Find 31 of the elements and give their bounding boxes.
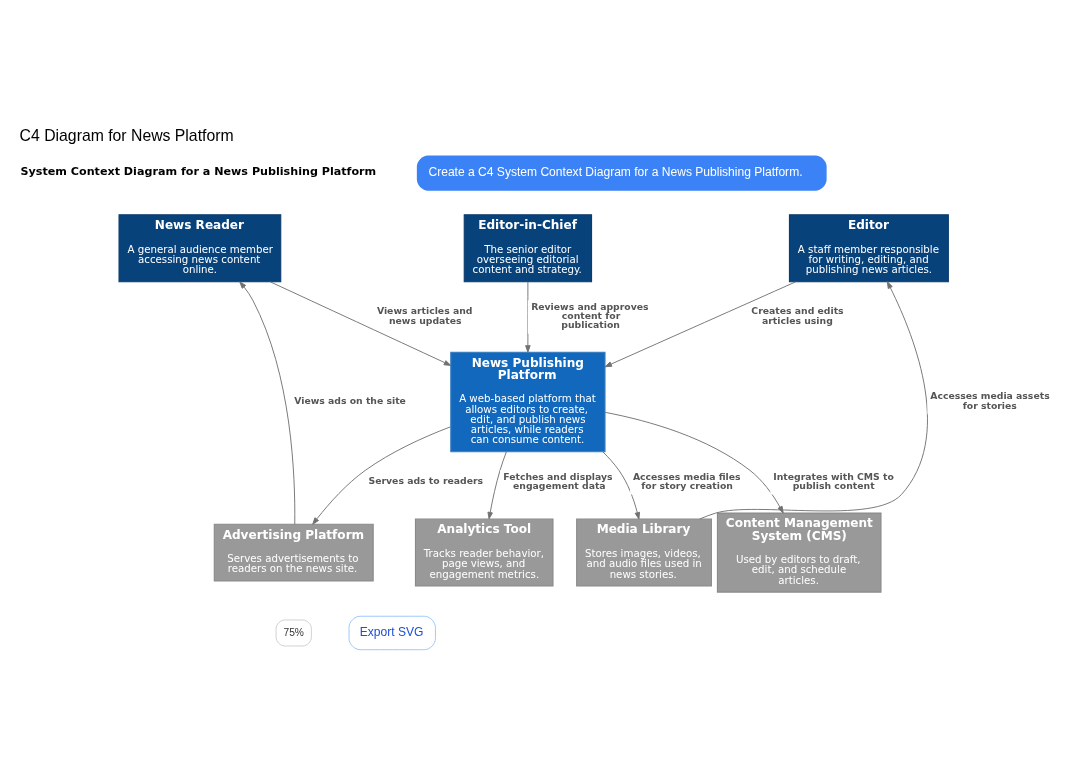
edge-label: Accesses media files for story creation bbox=[632, 470, 741, 491]
arrow bbox=[604, 411, 784, 514]
node-box: News Reader A general audience member accessing news content online. bbox=[118, 214, 282, 283]
edge-label: Serves ads to readers bbox=[368, 475, 484, 487]
label: System Context Diagram for a News Publishing Platform bbox=[20, 164, 377, 178]
edge-label: Accesses media assets for stories bbox=[930, 390, 1050, 411]
edge-label: Integrates with CMS to publish content bbox=[773, 470, 894, 491]
arrow bbox=[239, 281, 296, 525]
label: Export SVG bbox=[359, 625, 424, 640]
arrow bbox=[269, 281, 452, 366]
node-box: Content Management System (CMS) Used by editors to draft, edit, and schedule articles. bbox=[716, 512, 882, 593]
node-box: Advertising Platform Serves advertisements to readers on the news site. bbox=[213, 523, 374, 582]
node-box: News Publishing Platform A web-based platform that allows editors to create, edit, and publish news articles, while readers can consume content. bbox=[450, 351, 606, 453]
arrow bbox=[312, 426, 451, 525]
node-box: Media Library Stores images, videos, and audio files used in news stories. bbox=[576, 518, 712, 587]
edge-label: Views ads on the site bbox=[294, 394, 406, 406]
edge-label: Creates and edits articles using bbox=[751, 305, 844, 326]
label: Create a C4 System Context Diagram for a News Publishing Platform. bbox=[428, 165, 803, 180]
label: 75% bbox=[283, 626, 304, 638]
edge-label: Fetches and displays engagement data bbox=[503, 470, 613, 491]
edge-label: Reviews and approves content for publication bbox=[531, 300, 649, 331]
arrow bbox=[602, 451, 640, 520]
arrow bbox=[525, 281, 531, 353]
arrow bbox=[699, 281, 928, 520]
arrow bbox=[604, 281, 797, 368]
node-box: Editor-in-Chief The senior editor overseeing editorial content and strategy. bbox=[463, 214, 593, 283]
edge-label: Views articles and news updates bbox=[376, 305, 473, 326]
node-box: Analytics Tool Tracks reader behavior, page views, and engagement metrics. bbox=[414, 518, 554, 587]
node-box: Editor A staff member responsible for writing, editing, and publishing news articles. bbox=[788, 214, 949, 283]
arrow bbox=[487, 451, 507, 520]
diagram-title: C4 Diagram for News Platform bbox=[19, 127, 234, 145]
